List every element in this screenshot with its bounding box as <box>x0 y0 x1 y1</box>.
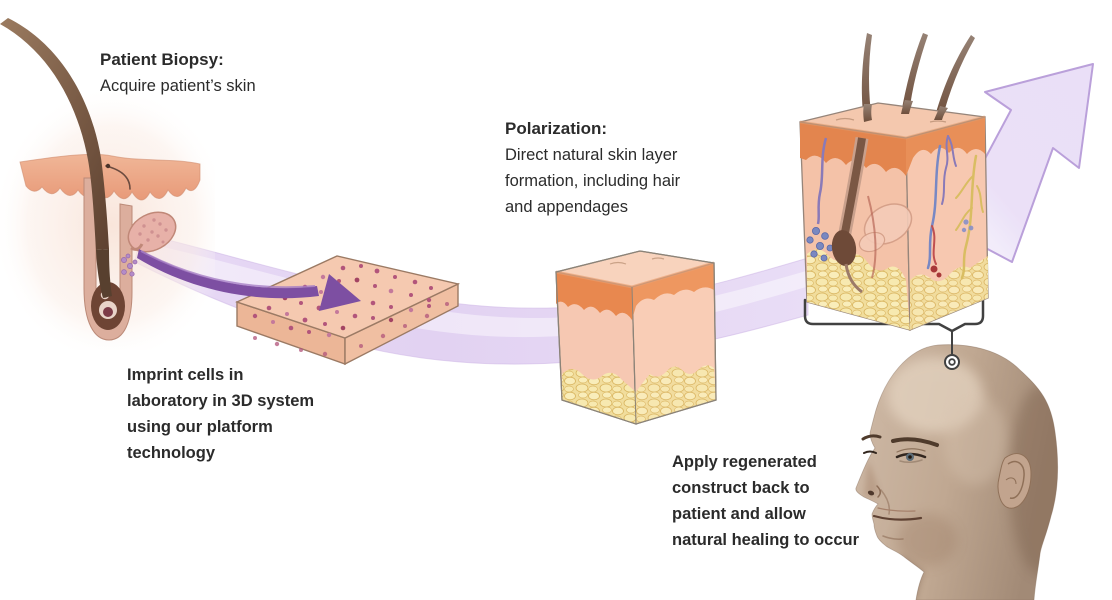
face-features <box>861 434 939 540</box>
imprint-label: Imprint cells in laboratory in 3D system… <box>127 366 315 462</box>
skin-block-illustration <box>555 250 717 425</box>
flow-ribbon <box>134 232 809 365</box>
inner-follicle <box>831 136 877 294</box>
imprinted-cells <box>252 264 433 338</box>
ear <box>997 453 1032 509</box>
vessels-nerves <box>926 135 984 280</box>
biopsy-line: Acquire patient’s skin <box>100 77 256 95</box>
imprinted-cells-sides <box>253 302 449 357</box>
arrector-pili <box>121 253 138 277</box>
polarization-label: Polarization: Direct natural skin layer … <box>505 115 680 220</box>
biopsy-label: Patient Biopsy: Acquire patient’s skin <box>100 46 256 99</box>
bracket-connector <box>803 292 985 370</box>
sebaceous-gland-2 <box>858 203 913 253</box>
hair-shaft <box>0 18 109 250</box>
polarization-title: Polarization: <box>505 119 608 138</box>
follicle-bulb <box>91 282 125 330</box>
epidermis-band <box>19 153 201 201</box>
cell-slab-illustration <box>235 255 461 366</box>
apply-label: Apply regenerated construct back to pati… <box>672 453 860 549</box>
sebaceous-gland <box>127 211 177 253</box>
hairs <box>861 33 975 122</box>
patient-head-illustration <box>855 344 1059 600</box>
graft-site-marker <box>944 354 960 370</box>
biopsy-title: Patient Biopsy: <box>100 50 224 69</box>
big-arrow-icon <box>947 63 1094 263</box>
flow-arrow-icon <box>137 249 361 311</box>
follicle-sheath <box>83 177 133 341</box>
regenerated-skin-illustration <box>799 33 989 331</box>
sweat-gland <box>816 137 828 225</box>
